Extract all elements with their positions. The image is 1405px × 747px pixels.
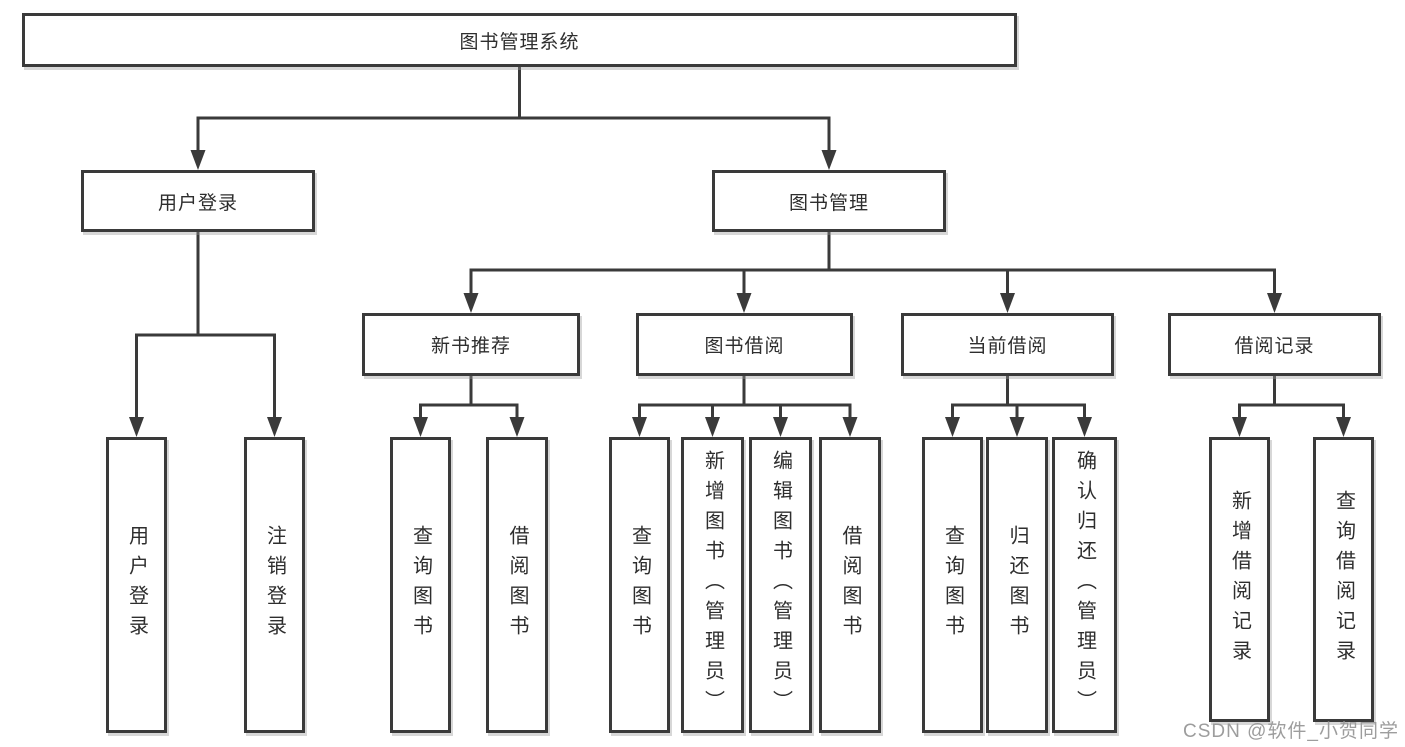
arrow-icon (705, 417, 720, 437)
node-label: 查询图书 (941, 525, 964, 645)
node-label: 用户登录 (125, 525, 148, 645)
arrow-icon (842, 417, 858, 437)
node-user-login: 用户登录 (81, 170, 315, 232)
arrow-icon (267, 417, 282, 437)
arrow-icon (945, 417, 960, 437)
arrow-icon (736, 293, 752, 313)
node-label: 借阅图书 (506, 525, 528, 645)
node-label: 借阅记录 (1234, 336, 1315, 357)
arrow-icon (1232, 417, 1247, 437)
leaf-add-borrow-record: 新增借阅记录 (1209, 437, 1270, 722)
node-label: 查询图书 (628, 525, 651, 645)
leaf-borrow-books: 借阅图书 (819, 437, 881, 733)
leaf-query-borrow-record: 查询借阅记录 (1313, 437, 1374, 722)
leaf-return-books: 归还图书 (986, 437, 1048, 733)
node-label: 归还图书 (1006, 525, 1028, 645)
node-book-management: 图书管理 (712, 170, 946, 232)
edge-newbook-to-leaves (419, 374, 519, 421)
node-label: 查询图书 (409, 525, 432, 645)
edge-borrow-to-leaves (638, 374, 852, 421)
arrow-icon (821, 150, 837, 170)
arrow-icon (129, 417, 144, 437)
leaf-query-books-current: 查询图书 (922, 437, 983, 733)
arrow-icon (190, 150, 206, 170)
leaf-logout: 注销登录 (244, 437, 305, 733)
leaf-query-books-borrow: 查询图书 (609, 437, 670, 733)
node-label: 确认归还（管理员） (1073, 450, 1096, 720)
node-label: 图书管理 (788, 192, 869, 214)
node-current-borrow: 当前借阅 (901, 313, 1114, 376)
node-label: 图书管理系统 (459, 31, 580, 53)
node-label: 新增图书（管理员） (701, 450, 724, 720)
node-label: 图书借阅 (704, 336, 785, 357)
leaf-query-books-recommend: 查询图书 (390, 437, 451, 733)
arrow-icon (1009, 417, 1025, 437)
leaf-confirm-return-admin: 确认归还（管理员） (1052, 437, 1117, 733)
arrow-icon (413, 417, 428, 437)
arrow-icon (632, 417, 647, 437)
watermark: CSDN @软件_小贺同学 (1183, 721, 1399, 742)
leaf-user-login: 用户登录 (106, 437, 167, 733)
arrow-icon (463, 293, 479, 313)
edge-userlogin-to-leaves (135, 230, 276, 421)
node-label: 借阅图书 (839, 525, 861, 645)
edge-root-to-level2 (196, 65, 831, 154)
arrowheads (129, 150, 1351, 437)
node-new-book-recommend: 新书推荐 (362, 313, 580, 376)
node-label: 编辑图书（管理员） (769, 450, 792, 720)
edge-bookmgmt-to-level3 (469, 230, 1276, 297)
node-label: 注销登录 (263, 525, 286, 645)
node-book-borrow: 图书借阅 (636, 313, 853, 376)
arrow-icon (1267, 293, 1282, 313)
edge-current-to-leaves (951, 374, 1086, 421)
node-label: 新书推荐 (430, 336, 511, 357)
arrow-icon (1336, 417, 1351, 437)
leaf-borrow-books-recommend: 借阅图书 (486, 437, 548, 733)
node-label: 新增借阅记录 (1228, 489, 1251, 670)
node-label: 当前借阅 (967, 336, 1048, 357)
arrow-icon (509, 417, 525, 437)
node-borrow-records: 借阅记录 (1168, 313, 1381, 376)
edge-records-to-leaves (1238, 374, 1345, 421)
leaf-add-book-admin: 新增图书（管理员） (681, 437, 744, 733)
node-root: 图书管理系统 (22, 13, 1017, 67)
arrow-icon (1077, 417, 1092, 437)
node-label: 查询借阅记录 (1332, 489, 1355, 670)
arrow-icon (1000, 293, 1015, 313)
leaf-edit-book-admin: 编辑图书（管理员） (749, 437, 812, 733)
arrow-icon (773, 417, 788, 437)
node-label: 用户登录 (157, 192, 238, 214)
